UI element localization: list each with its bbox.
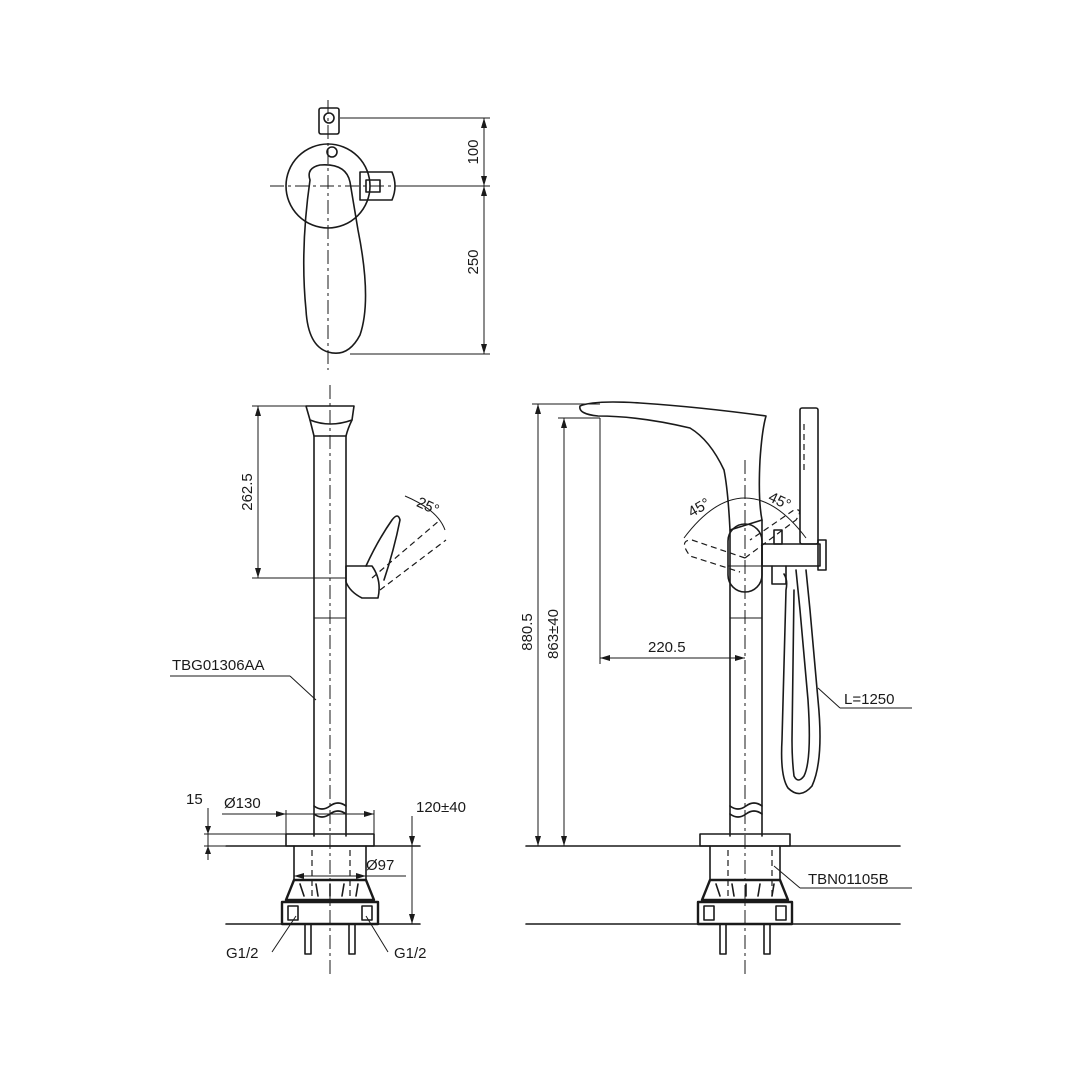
- front-mount-flange: [284, 878, 376, 902]
- arrow-863-top: [561, 418, 567, 428]
- arrow-250-bottom: [481, 344, 487, 354]
- arrow-262-top: [255, 406, 261, 416]
- side-hose-outer: [780, 569, 821, 795]
- label-dim-220-5: 220.5: [648, 639, 686, 656]
- leader-tbg: [289, 675, 317, 701]
- label-dim-100: 100: [465, 139, 482, 164]
- top-escutcheon: [285, 143, 371, 229]
- label-thread-right: G1/2: [394, 945, 427, 962]
- arrow-130-right: [364, 811, 374, 817]
- side-diverter-knob: [773, 529, 783, 545]
- front-mount-lug-left: [287, 905, 299, 921]
- side-mount-ribs: [715, 883, 775, 897]
- side-hose-inner: [791, 569, 811, 781]
- leader-g12-right: [365, 915, 389, 953]
- label-angle-25: 25°: [414, 494, 442, 519]
- label-hose-length: L=1250: [844, 691, 894, 708]
- side-holder-clamp: [817, 539, 827, 571]
- front-pipe-left: [304, 923, 312, 955]
- front-handle-rotated-1: [371, 519, 441, 579]
- side-angle-arc: [683, 497, 807, 539]
- arrow-250-top: [481, 186, 487, 196]
- top-handle-knob: [359, 171, 396, 201]
- arrow-97-left: [294, 873, 304, 879]
- side-break-2: [729, 810, 763, 818]
- side-mount-flange: [700, 878, 790, 902]
- arrow-100-bottom: [481, 176, 487, 186]
- label-dim-262-5: 262.5: [239, 473, 256, 511]
- arrow-220-right: [735, 655, 745, 661]
- label-thread-left: G1/2: [226, 945, 259, 962]
- arrow-130-left: [276, 811, 286, 817]
- front-view: 25° 262.5 TBG01306AA: [170, 385, 466, 975]
- side-handle-rotated-left: [683, 539, 746, 573]
- side-spout: [579, 401, 767, 531]
- arrow-15-top: [205, 826, 211, 834]
- arrow-880-top: [535, 404, 541, 414]
- side-hose-outlet: [771, 565, 787, 585]
- side-break-1: [729, 802, 763, 810]
- leader-g12-left: [271, 915, 297, 953]
- label-dim-250: 250: [465, 249, 482, 274]
- top-knob-detail: [365, 179, 381, 193]
- arrow-97-right: [356, 873, 366, 879]
- side-hand-shower: [799, 407, 819, 545]
- arrow-880-bottom: [535, 836, 541, 846]
- front-mount-lug-right: [361, 905, 373, 921]
- side-diverter-body: [761, 543, 821, 567]
- label-dim-15: 15: [186, 791, 203, 808]
- top-pin: [318, 107, 340, 135]
- label-angle-left: 45°: [685, 495, 713, 521]
- arrow-220-left: [600, 655, 610, 661]
- side-pipe-right: [763, 923, 771, 955]
- label-part-tbn01105b: TBN01105B: [808, 871, 889, 888]
- top-pin-hole: [323, 112, 335, 124]
- side-pipe-left: [719, 923, 727, 955]
- label-dim-880-5: 880.5: [519, 613, 536, 651]
- side-mount-lug-left: [703, 905, 715, 921]
- arrow-120-bottom: [409, 914, 415, 924]
- label-dim-120: 120±40: [416, 799, 466, 816]
- arrow-262-bottom: [255, 568, 261, 578]
- leader-tbn: [773, 865, 801, 889]
- label-angle-right: 45°: [766, 489, 794, 514]
- top-view: 100 250: [270, 100, 490, 370]
- label-dim-97: Ø97: [366, 857, 394, 874]
- label-dim-863: 863±40: [545, 609, 562, 659]
- front-handle-body: [345, 565, 380, 599]
- label-part-tbg01306aa: TBG01306AA: [172, 657, 265, 674]
- arrow-15-bottom: [205, 846, 211, 854]
- top-spout: [302, 164, 367, 354]
- front-mount-ribs: [299, 883, 359, 897]
- front-pipe-right: [348, 923, 356, 955]
- label-dim-130: Ø130: [224, 795, 261, 812]
- side-view: 45° 45° 880.5: [519, 401, 912, 975]
- front-spout-neck: [309, 419, 353, 437]
- arrow-100-top: [481, 118, 487, 128]
- top-screw: [326, 146, 338, 158]
- front-handle-rotated-2: [379, 539, 447, 591]
- front-angle-arc: [404, 495, 446, 531]
- side-mount-lug-right: [775, 905, 787, 921]
- front-handle-lever: [365, 515, 401, 581]
- front-break-1: [313, 802, 347, 810]
- leader-hose: [817, 687, 841, 709]
- side-handle-rotated-right: [744, 509, 801, 559]
- arrow-120-top: [409, 836, 415, 846]
- arrow-863-bottom: [561, 836, 567, 846]
